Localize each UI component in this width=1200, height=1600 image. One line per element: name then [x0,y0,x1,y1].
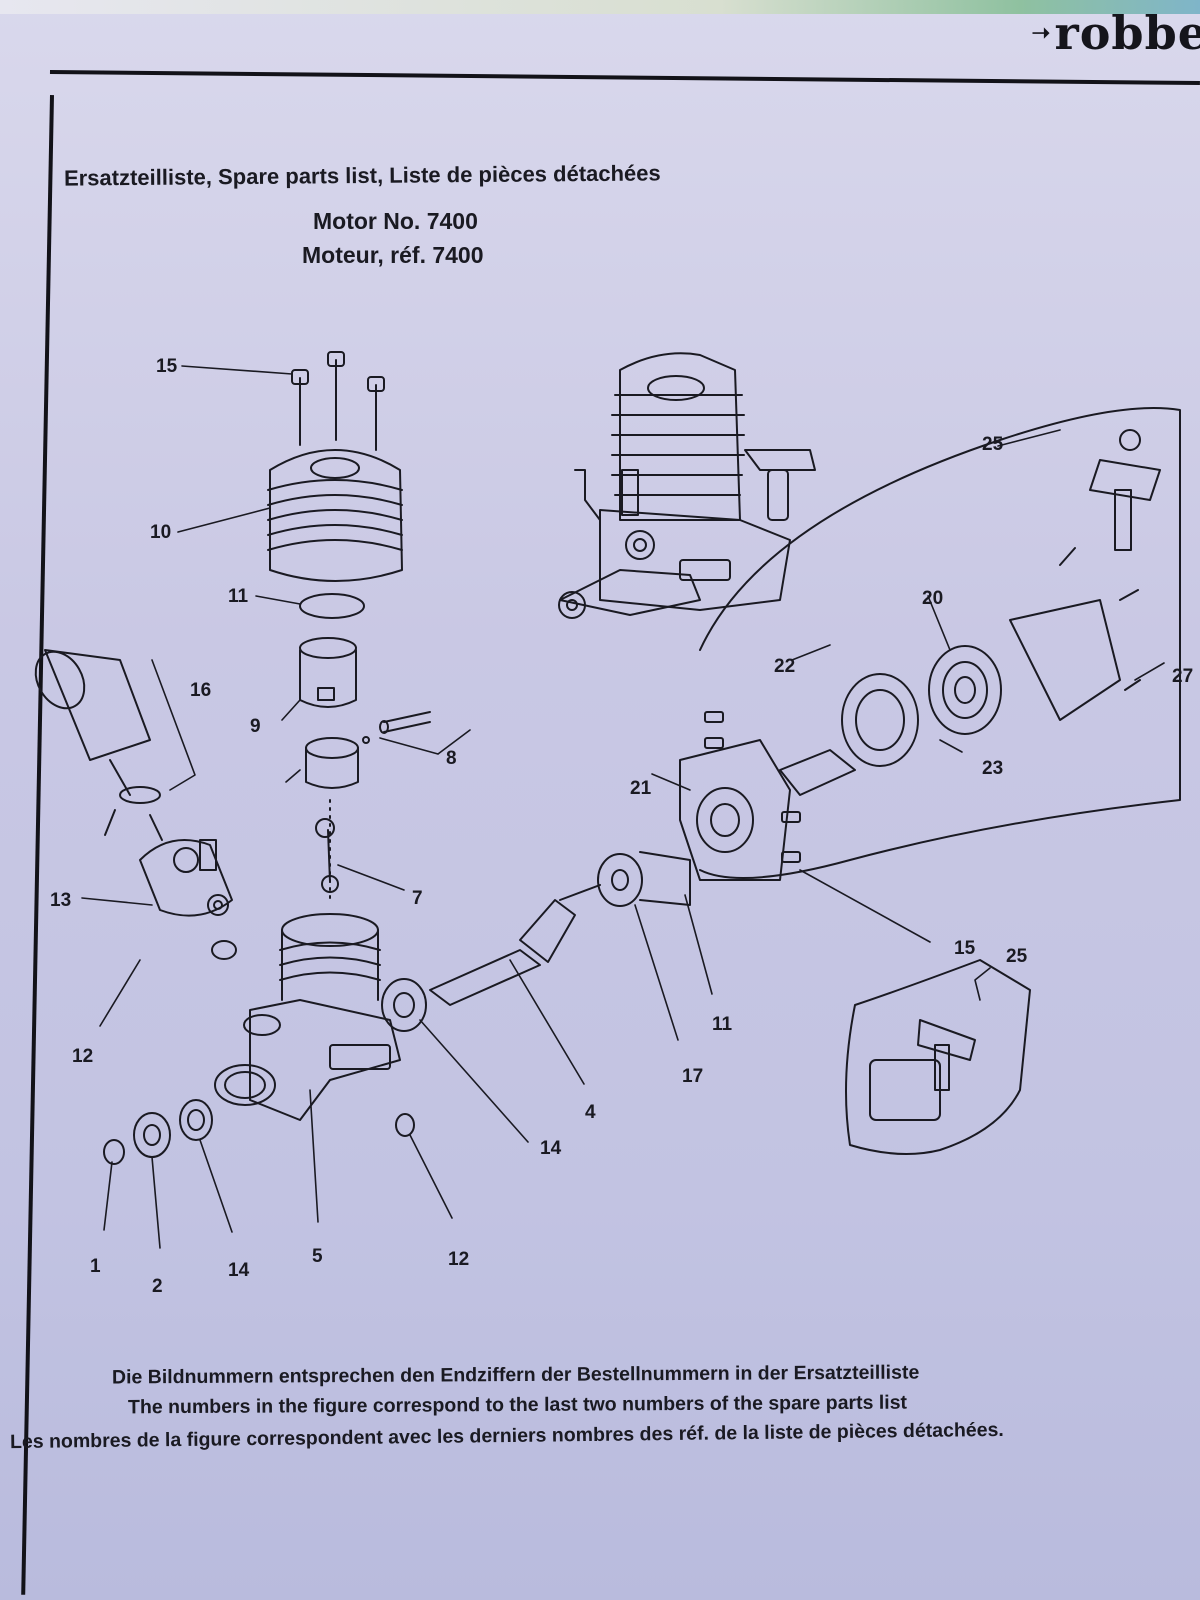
callout-15-right: 15 [954,938,976,959]
footer-line-de: Die Bildnummern entsprechen den Endziffe… [111,1361,920,1389]
callout-11: 11 [228,586,249,607]
cylinder-head-group [267,351,403,619]
callout-17: 17 [682,1066,703,1087]
callout-7: 7 [412,888,423,909]
piston-group [299,637,431,901]
tank-part-16 [34,649,161,836]
motor-number-fr: Moteur, réf. 7400 [302,242,484,268]
callout-9: 9 [250,716,261,737]
assembled-engine-drawing [558,352,816,619]
callout-25-inset: 25 [1006,946,1028,967]
crankshaft-group [381,851,691,1032]
callout-10: 10 [150,522,171,543]
callout-14-left: 14 [228,1260,250,1281]
footer-line-en: The numbers in the figure correspond to … [127,1391,908,1419]
motor-number-de: Motor No. 7400 [313,208,478,234]
front-hardware [103,1099,415,1165]
page-edge-strip [0,0,1200,14]
callout-1: 1 [90,1256,101,1277]
callout-labels: 15 10 11 16 9 8 7 13 12 1 2 14 5 12 14 4… [50,356,1193,1297]
callout-16: 16 [190,680,211,701]
brand-logo: robbe [1054,6,1200,60]
callout-11-right: 11 [712,1014,733,1035]
callout-15: 15 [156,356,178,377]
callout-13: 13 [50,890,71,911]
callout-2: 2 [152,1276,163,1297]
brand-arrow-icon: ➝ [1031,20,1050,45]
leader-lines [81,365,1165,1249]
callout-23: 23 [982,758,1003,779]
callout-8: 8 [446,748,457,769]
crankcase-part-5 [214,913,401,1121]
callout-22: 22 [774,656,795,677]
callout-20: 20 [922,588,943,609]
callout-5: 5 [312,1246,323,1267]
carburetor-part-13 [139,814,237,960]
backplate-part-21 [679,711,801,881]
callout-14-right: 14 [540,1138,562,1159]
callout-25-top: 25 [982,434,1004,455]
inset-starter-bubble [845,959,1031,1155]
callout-4: 4 [585,1102,596,1123]
starter-assembly-bubble [699,407,1181,879]
callout-12-right: 12 [448,1249,469,1270]
callout-12-left: 12 [72,1046,93,1067]
callout-21: 21 [630,778,652,799]
callout-27: 27 [1172,666,1193,687]
